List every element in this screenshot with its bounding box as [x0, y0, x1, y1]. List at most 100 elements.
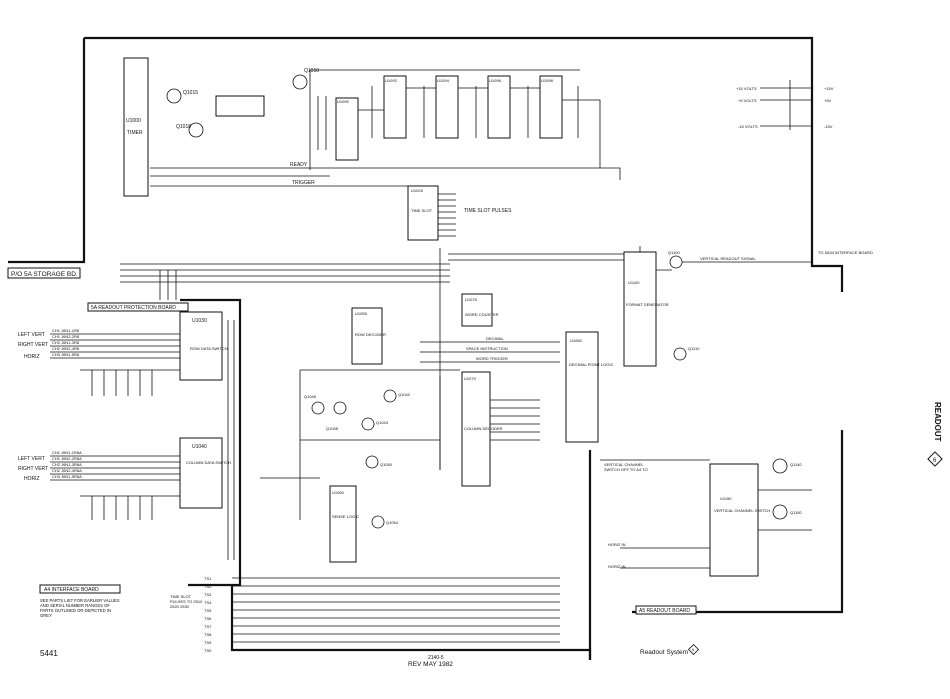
ic-u1030: [179, 311, 223, 381]
svg-text:U1075: U1075: [465, 297, 478, 302]
svg-text:RIGHT VERT: RIGHT VERT: [18, 466, 48, 472]
ic-u1025: [407, 185, 439, 241]
space-instruction-label: SPACE INSTRUCTION: [466, 346, 508, 351]
svg-text:U1030: U1030: [192, 318, 207, 324]
time-slot-bus: TS1 TS2 TS3 TS4 TS5 TS6 TS7 TS8 TS9 TS0: [204, 576, 560, 653]
ic-u1000-fn: TIMER: [127, 130, 143, 136]
comment-box: [215, 95, 265, 117]
title-diamond-icon: 6: [687, 643, 700, 656]
svg-text:Q1050: Q1050: [380, 462, 393, 467]
svg-text:WORD COUNTER: WORD COUNTER: [465, 312, 499, 317]
svg-text:CH2 J6N2-4R8: CH2 J6N2-4R8: [52, 346, 80, 351]
transistor-q1054: [371, 515, 385, 529]
svg-text:LEFT VERT: LEFT VERT: [18, 456, 45, 462]
interface-board-label: A4 INTERFACE BOARD: [44, 587, 99, 593]
svg-text:TS6: TS6: [204, 616, 212, 621]
time-slot-pulses-to-label: TIME SLOT PULSES TO 2510 2520 2530: [170, 594, 203, 609]
ic-u1000: [123, 57, 149, 197]
svg-text:U1100: U1100: [628, 280, 640, 285]
side-tab-label: READOUT: [933, 402, 942, 442]
svg-text:TS3: TS3: [204, 592, 212, 597]
main-board-border: [84, 36, 844, 292]
svg-text:U1098: U1098: [541, 78, 554, 83]
svg-text:CH2 J6N1-3R8A: CH2 J6N1-3R8A: [52, 462, 82, 467]
word-trigger-label: WORD TRIGGER: [476, 356, 508, 361]
transistor-q1150: [772, 504, 788, 520]
figure-title: Readout System: [640, 649, 688, 656]
svg-text:Q1054: Q1054: [386, 520, 399, 525]
ic-u1080: [565, 331, 599, 443]
transistor-q1040: [311, 401, 325, 415]
storage-board-label: P/O 5A STORAGE BD.: [11, 271, 78, 278]
svg-text:U1060: U1060: [332, 490, 345, 495]
svg-text:CH3 J6N1-5R8: CH3 J6N1-5R8: [52, 352, 80, 357]
power-supply-section: +15 VOLTS +5 VOLTS -15 VOLTS +15V +5V -1…: [736, 80, 834, 130]
transistor-q1015: [166, 88, 182, 104]
svg-text:U1090: U1090: [337, 99, 350, 104]
svg-text:U1092: U1092: [385, 78, 398, 83]
svg-text:TS5: TS5: [204, 608, 212, 613]
transistor-q1140: [772, 458, 788, 474]
svg-text:CH1 J6N1-1R8A: CH1 J6N1-1R8A: [52, 450, 82, 455]
svg-text:FORMAT GENERATOR: FORMAT GENERATOR: [626, 302, 669, 307]
svg-text:-15V: -15V: [824, 124, 833, 129]
storage-board-label-box: [7, 267, 81, 279]
svg-text:TS2: TS2: [204, 584, 212, 589]
svg-text:TS7: TS7: [204, 624, 212, 629]
interface-board-label-box: [39, 584, 121, 594]
a5-board-label-box: [635, 605, 697, 615]
svg-text:Q1110: Q1110: [688, 346, 700, 351]
transistor-q1043: [361, 417, 375, 431]
ic-u1070: [461, 371, 491, 487]
svg-text:COLUMN DECODER: COLUMN DECODER: [464, 426, 503, 431]
revision-date: REV MAY 1982: [408, 661, 453, 668]
svg-text:ROW DATA SWITCH: ROW DATA SWITCH: [190, 346, 228, 351]
ic-u1040: [179, 437, 223, 509]
ic-u1100: [623, 251, 657, 367]
row-inputs: LEFT VERT CH1 J6N1-1R8 CH1 J6N2-2R8 RIGH…: [18, 328, 180, 360]
svg-text:Q1043: Q1043: [376, 420, 389, 425]
svg-text:Q1015: Q1015: [183, 90, 198, 96]
page-number: 5441: [40, 649, 58, 658]
svg-text:Q1040: Q1040: [304, 394, 317, 399]
transistor-q1042: [383, 389, 397, 403]
svg-text:TS9: TS9: [204, 640, 212, 645]
svg-text:U1150: U1150: [720, 496, 732, 501]
svg-text:U1025: U1025: [411, 188, 424, 193]
ic-u1150: [709, 463, 759, 577]
svg-text:6: 6: [933, 458, 937, 464]
side-diamond-icon: 6: [927, 451, 943, 467]
svg-text:+15V: +15V: [824, 86, 834, 91]
vertical-channel-switch-off-label: VERTICAL CHANNEL SWITCH OFF TO A4 TO: [604, 462, 648, 472]
svg-text:Q1018: Q1018: [176, 124, 191, 130]
svg-text:Q1010: Q1010: [304, 68, 319, 74]
svg-text:ROW DECODER: ROW DECODER: [355, 332, 386, 337]
svg-text:+5V: +5V: [824, 98, 832, 103]
svg-text:Q1045: Q1045: [326, 426, 339, 431]
ic-u1055: [351, 307, 383, 365]
svg-text:Q1150: Q1150: [790, 510, 802, 515]
protection-board-label-box: [87, 302, 189, 312]
ic-u1000-ref: U1000: [126, 118, 141, 124]
ic-u1096: [487, 75, 511, 139]
svg-text:+5 VOLTS: +5 VOLTS: [738, 98, 757, 103]
to-interface-label: TO 5A34 INTERFACE BOARD: [818, 250, 873, 255]
svg-text:TIME SLOT: TIME SLOT: [411, 208, 433, 213]
svg-text:HORIZ: HORIZ: [24, 354, 40, 360]
protection-board-label: 5A READOUT PROTECTION BOARD: [91, 305, 176, 311]
ic-u1075: [461, 293, 493, 327]
time-slot-pulses-label: TIME SLOT PULSES: [464, 208, 512, 214]
svg-text:TS1: TS1: [204, 576, 212, 581]
svg-text:U1070: U1070: [464, 376, 477, 381]
ic-u1060: [329, 485, 357, 563]
ic-u1092: [383, 75, 407, 139]
decimal-label: DECIMAL: [486, 336, 505, 341]
column-inputs: LEFT VERT CH1 J6N1-1R8A CH1 J6N2-2R8A RI…: [18, 450, 180, 482]
svg-text:U1096: U1096: [489, 78, 502, 83]
ic-u1098: [539, 75, 563, 139]
svg-text:CH1 J6N1-1R8: CH1 J6N1-1R8: [52, 328, 80, 333]
transistor-q1100: [669, 255, 683, 269]
svg-text:LEFT VERT: LEFT VERT: [18, 332, 45, 338]
svg-text:HORIZ: HORIZ: [24, 476, 40, 482]
